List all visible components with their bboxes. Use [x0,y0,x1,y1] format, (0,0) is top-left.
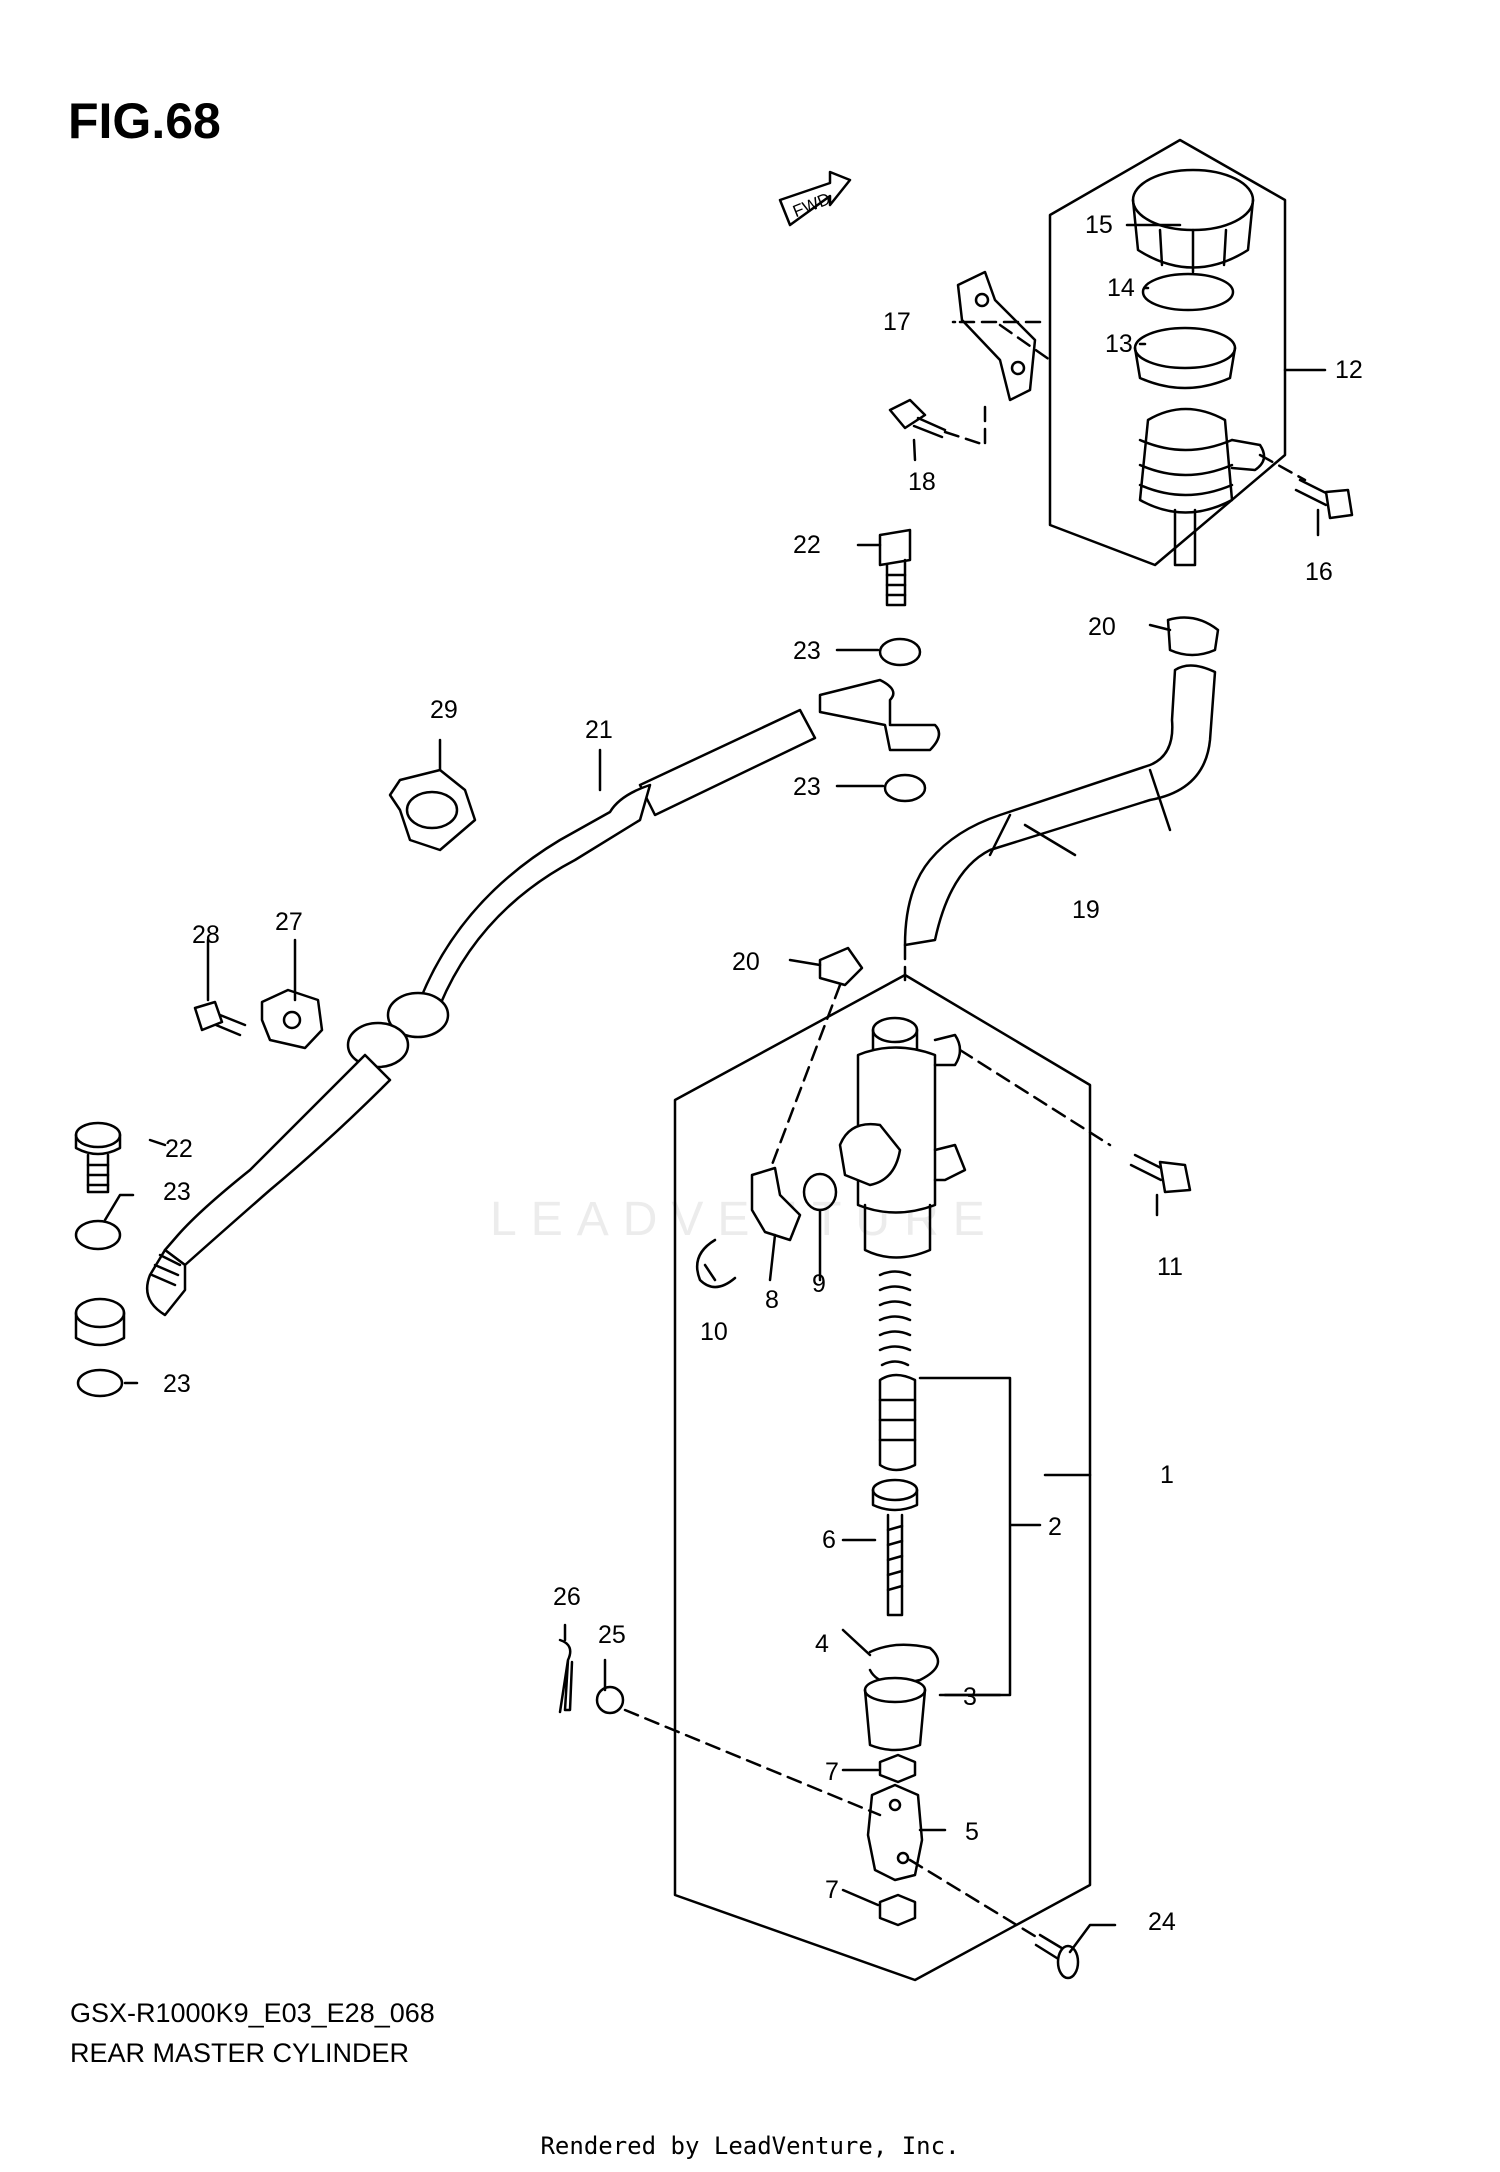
callout-3: 3 [963,1683,977,1711]
washer-part-23-c [74,1219,122,1251]
callout-17: 17 [883,308,911,336]
nut-part-7-b [878,1893,917,1927]
diaphragm-plate-part-14 [1141,272,1235,312]
bolt-part-16 [1294,478,1354,520]
nut-part-7-a [878,1753,917,1784]
callout-13: 13 [1105,330,1133,358]
callout-7-a: 7 [825,1758,839,1786]
washer-part-25 [595,1685,625,1715]
hose-guide-part-27 [260,988,324,1050]
bracket-part-17 [956,270,1037,402]
diaphragm-part-13 [1133,326,1237,390]
pin-part-24 [1034,1933,1080,1980]
banjo-bolt-part-22-b [74,1121,122,1194]
washer-part-23-a [878,637,922,667]
callout-15: 15 [1085,211,1113,239]
callout-8: 8 [765,1286,779,1314]
hose-clamp-part-29 [388,768,477,852]
callout-9: 9 [812,1270,826,1298]
cotter-pin-part-26 [558,1638,574,1714]
reservoir-assembly-outline [1048,138,1287,567]
hose-clamp-part-20-b [818,946,864,987]
callout-21: 21 [585,716,613,744]
callout-24: 24 [1148,1908,1176,1936]
callout-23-top: 23 [793,637,821,665]
callout-14: 14 [1107,274,1135,302]
bolt-part-11 [1129,1153,1192,1194]
callout-11: 11 [1157,1253,1183,1281]
callout-26: 26 [553,1583,581,1611]
callout-23-bottom: 23 [163,1370,191,1398]
callout-7-b: 7 [825,1876,839,1904]
callout-4: 4 [815,1630,829,1658]
o-ring-part-9 [802,1172,838,1212]
callout-10: 10 [700,1318,728,1346]
callout-29: 29 [430,696,458,724]
callout-16: 16 [1305,558,1333,586]
callout-12: 12 [1335,356,1363,384]
callout-20-top: 20 [1088,613,1116,641]
spring-piston-part-2 [878,1270,917,1472]
figure-name: REAR MASTER CYLINDER [70,2038,410,2068]
callout-18: 18 [908,468,936,496]
hose-clamp-part-20-a [1166,616,1220,657]
bolt-part-28 [193,1000,247,1037]
callout-20-mid: 20 [732,948,760,976]
figure-title: FIG.68 [68,93,221,149]
callout-5: 5 [965,1818,979,1846]
clevis-part-5 [866,1783,924,1882]
brake-hose-part-21 [818,678,941,752]
piston-leader-bracket [918,1376,1042,1697]
callout-25: 25 [598,1621,626,1649]
callout-1: 1 [1160,1461,1174,1489]
callout-28: 28 [192,921,220,949]
bolt-part-18 [888,398,947,439]
circlip-part-10 [695,1238,737,1289]
washer-part-23-d [76,1368,124,1398]
reservoir-tank-part-12 [1138,407,1266,567]
boot-part-3 [863,1676,927,1752]
banjo-fitting [74,1297,126,1347]
banjo-bolt-part-22 [878,528,912,607]
master-cylinder-outline [673,973,1092,1982]
callout-23-mid: 23 [793,773,821,801]
callout-19: 19 [1072,896,1100,924]
master-cylinder-body [838,1016,967,1259]
reservoir-hose-part-19 [903,664,1217,947]
callout-23-left: 23 [163,1178,191,1206]
fwd-arrow-icon: FWD [778,170,852,227]
callout-27: 27 [275,908,303,936]
model-code: GSX-R1000K9_E03_E28_068 [70,1998,435,2028]
pushrod-part-6 [871,1478,919,1617]
callout-2: 2 [1048,1513,1062,1541]
washer-part-23-b [883,773,927,803]
reservoir-cap-part-15 [1131,168,1255,274]
fitting-part-8 [750,1166,802,1242]
callout-22-left: 22 [165,1135,193,1163]
callout-22-top: 22 [793,531,821,559]
render-credit: Rendered by LeadVenture, Inc. [540,2132,960,2160]
callout-6: 6 [822,1526,836,1554]
